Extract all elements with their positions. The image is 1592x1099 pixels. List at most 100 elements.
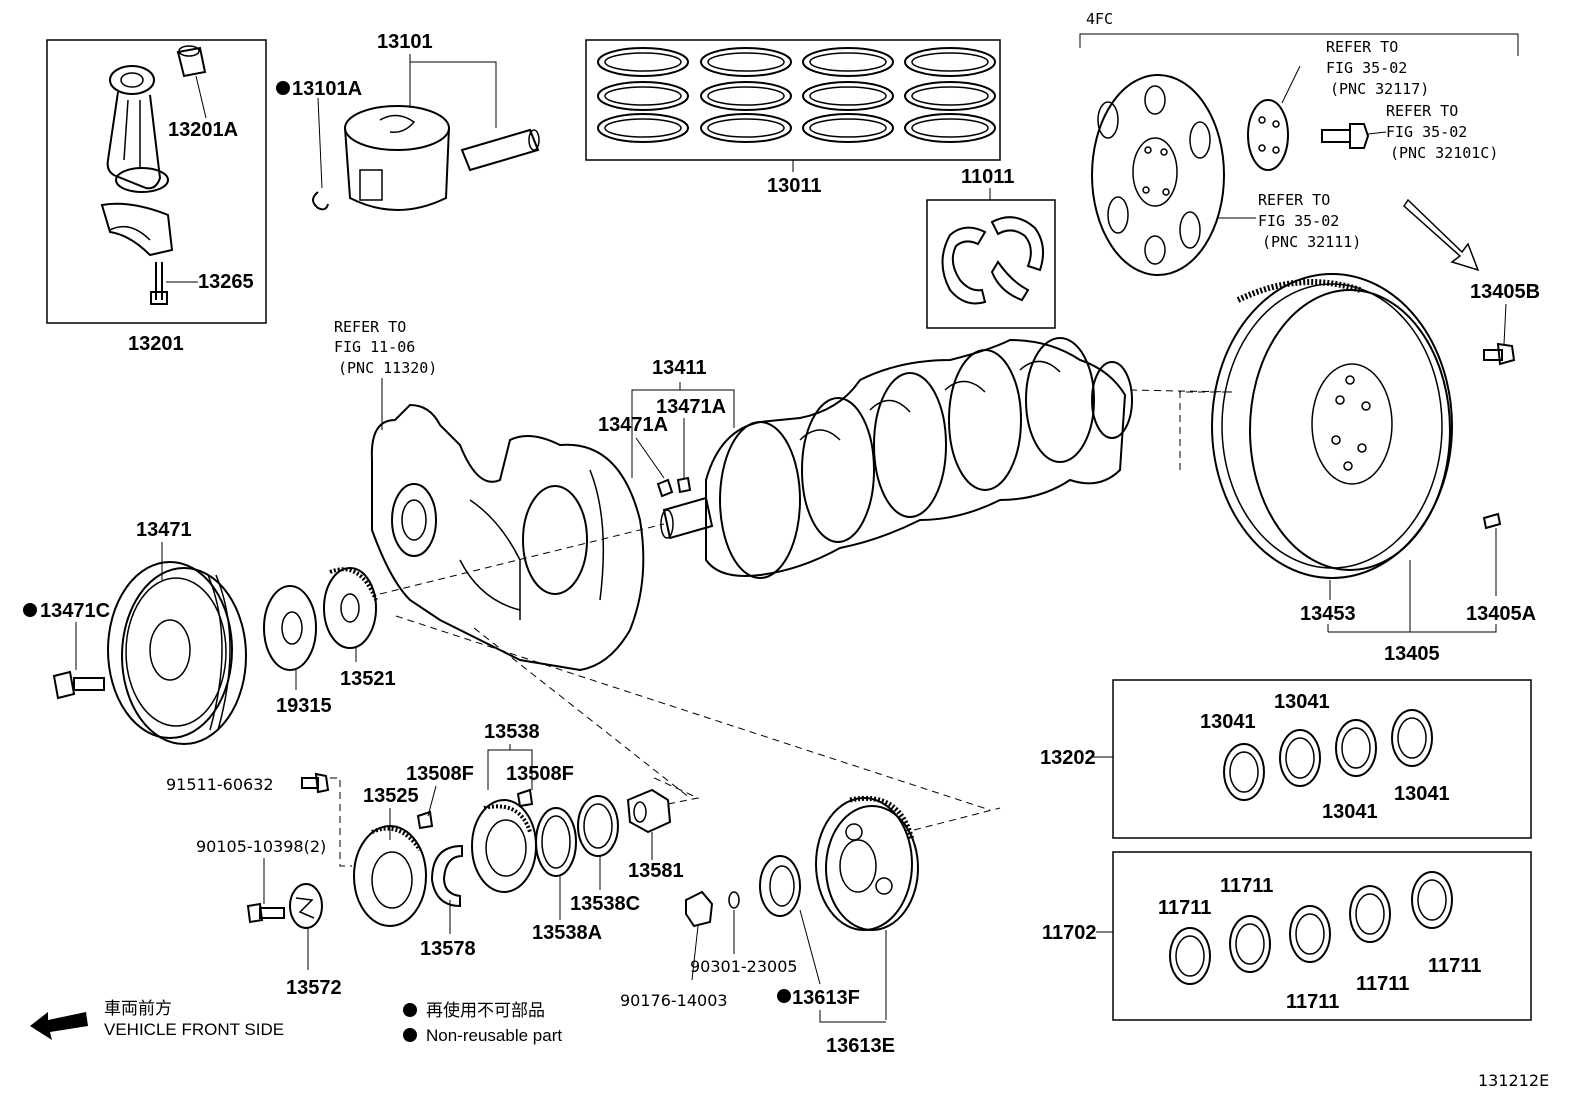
legend-nonreusable-jp: 再使用不可部品 [426, 1000, 545, 1020]
crank-pulley-illustration [107, 561, 247, 745]
label-11711-b: 11711 [1220, 875, 1273, 897]
label-13581: 13581 [628, 860, 684, 882]
balancer-plate-illustration [471, 799, 537, 893]
label-13508F-left: 13508F [406, 763, 474, 785]
label-13405A: 13405A [1466, 603, 1536, 625]
svg-text:REFER TO: REFER TO [334, 318, 406, 336]
oil-seal-illustration [759, 855, 801, 917]
o-ring-illustration [728, 891, 740, 909]
vehicle-front-arrow-icon [30, 1012, 88, 1040]
figure-code: 131212E [1478, 1071, 1549, 1090]
label-13578: 13578 [420, 938, 476, 960]
drive-plate-bolt-illustration [1321, 123, 1370, 149]
label-13411: 13411 [652, 357, 707, 379]
svg-text:FIG 35-02: FIG 35-02 [1386, 123, 1467, 141]
svg-text:(PNC 32101C): (PNC 32101C) [1390, 144, 1498, 162]
tensioner-illustration [626, 788, 672, 834]
label-13613E: 13613E [826, 1035, 895, 1057]
label-13471: 13471 [136, 519, 192, 541]
main-bearing-box [1112, 851, 1532, 1021]
ref-fig-35-02-pnc-32117[interactable]: REFER TO FIG 35-02 (PNC 32117) [1326, 38, 1429, 98]
label-13201A: 13201A [168, 119, 238, 141]
pulley-bolt-illustration [52, 670, 105, 700]
crank-timing-gear-illustration [323, 567, 378, 649]
piston-pin-illustration [460, 128, 540, 172]
label-13101: 13101 [377, 31, 433, 53]
oil-pump-sprocket-illustration [263, 585, 317, 671]
seal-ring-illustration [430, 844, 463, 908]
nonreusable-dot-13101A [276, 81, 290, 95]
dowel-pin-left-illustration [416, 810, 434, 830]
label-19315: 19315 [276, 695, 332, 717]
label-11711-c: 11711 [1286, 991, 1339, 1013]
label-11711-e: 11711 [1428, 955, 1481, 977]
crankshaft-illustration [660, 337, 1133, 579]
ref-fig-35-02-pnc-32101C[interactable]: REFER TO FIG 35-02 (PNC 32101C) [1386, 102, 1498, 162]
main-bearing-illustration [1169, 871, 1453, 985]
dowel-pin-right-illustration [516, 788, 534, 808]
label-13538: 13538 [484, 721, 540, 743]
thrust-washer-illustration [941, 216, 1045, 305]
label-13572: 13572 [286, 977, 342, 999]
svg-text:REFER TO: REFER TO [1326, 38, 1398, 56]
thrust-washer-box [926, 199, 1056, 329]
svg-text:FIG 35-02: FIG 35-02 [1258, 212, 1339, 230]
label-13101A: 13101A [292, 78, 362, 100]
rod-bushing-illustration [176, 45, 207, 78]
label-13525: 13525 [363, 785, 419, 807]
timing-chain-cover-illustration [370, 403, 645, 672]
legend-nonreusable-en: Non-reusable part [426, 1026, 562, 1045]
label-11711-d: 11711 [1356, 973, 1409, 995]
label-13201: 13201 [128, 333, 184, 355]
svg-text:(PNC 11320): (PNC 11320) [338, 359, 437, 377]
connecting-rod-illustration [100, 65, 174, 257]
label-11702: 11702 [1042, 922, 1097, 944]
rod-bearing-box [1112, 679, 1532, 839]
flywheel-bolt-illustration [1483, 342, 1516, 366]
rod-bearing-illustration [1223, 709, 1433, 801]
crank-key-illustration [656, 476, 692, 498]
legend-nonreusable-dot-jp [403, 1003, 417, 1017]
flywheel-illustration [1211, 273, 1453, 579]
piston-ring-set-illustration [597, 47, 996, 143]
ref-fig-35-02-pnc-32111[interactable]: REFER TO FIG 35-02 (PNC 32111) [1258, 191, 1361, 251]
label-13471A-upper: 13471A [656, 396, 726, 418]
label-11011: 11011 [961, 166, 1014, 188]
label-13405B: 13405B [1470, 281, 1540, 303]
legend-front-en: VEHICLE FRONT SIDE [104, 1020, 284, 1039]
label-13471A-lower: 13471A [598, 414, 668, 436]
label-13538C: 13538C [570, 893, 640, 915]
cap-plug-illustration [685, 890, 714, 928]
svg-text:REFER TO: REFER TO [1258, 191, 1330, 209]
piston-clip-illustration [312, 191, 329, 211]
label-13453: 13453 [1300, 603, 1356, 625]
replacement-arrow-icon [1403, 198, 1480, 272]
drive-plate-illustration [1091, 74, 1225, 276]
rod-bolt-illustration [150, 262, 168, 305]
label-13521: 13521 [340, 668, 396, 690]
label-13538A: 13538A [532, 922, 602, 944]
nonreusable-dot-13613F [777, 989, 791, 1003]
svg-text:(PNC 32117): (PNC 32117) [1330, 80, 1429, 98]
bolt-91511-illustration [301, 772, 330, 794]
retaining-ring-illustration [577, 795, 619, 857]
svg-text:(PNC 32111): (PNC 32111) [1262, 233, 1361, 251]
label-13265: 13265 [198, 271, 254, 293]
balancer-gasket-illustration [535, 807, 577, 877]
label-90105-10398: 90105-10398(2) [196, 837, 326, 856]
svg-text:FIG 11-06: FIG 11-06 [334, 338, 415, 356]
ref-fig-11-06-pnc-11320[interactable]: REFER TO FIG 11-06 (PNC 11320) [334, 318, 437, 377]
flywheel-pin-illustration [1482, 512, 1502, 530]
label-13202: 13202 [1040, 747, 1096, 769]
label-13041-a: 13041 [1200, 711, 1256, 733]
spacer-plate-illustration [1247, 99, 1289, 171]
label-13508F-right: 13508F [506, 763, 574, 785]
piston-illustration [344, 105, 450, 211]
plate-washer-illustration [289, 883, 323, 929]
label-13011: 13011 [767, 175, 822, 197]
label-13405: 13405 [1384, 643, 1440, 665]
label-90301-23005: 90301-23005 [690, 957, 798, 976]
nonreusable-dot-13471C [23, 603, 37, 617]
label-11711-a: 11711 [1158, 897, 1211, 919]
